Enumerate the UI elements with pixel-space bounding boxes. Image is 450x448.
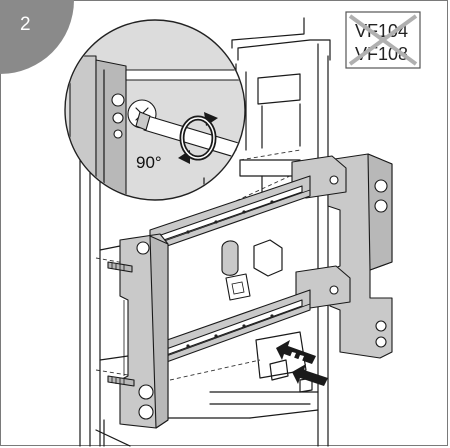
cross-out-icon (348, 14, 418, 66)
step-number: 2 (20, 14, 31, 35)
left-bracket (119, 233, 169, 429)
model-line-1: VF104 (355, 21, 408, 41)
rotation-angle-label: 90° (136, 153, 162, 172)
enclosure (79, 17, 331, 447)
screws (107, 261, 135, 387)
right-bracket (291, 153, 393, 359)
step-badge: 2 (0, 0, 74, 74)
detail-magnifier: 90° (64, 19, 246, 201)
din-rails (149, 175, 311, 369)
rotation-arrow-icon (178, 112, 218, 164)
model-label: VF104 VF108 (345, 11, 421, 69)
screwdriver-icon (135, 111, 244, 165)
push-arrows-icon (276, 340, 328, 386)
